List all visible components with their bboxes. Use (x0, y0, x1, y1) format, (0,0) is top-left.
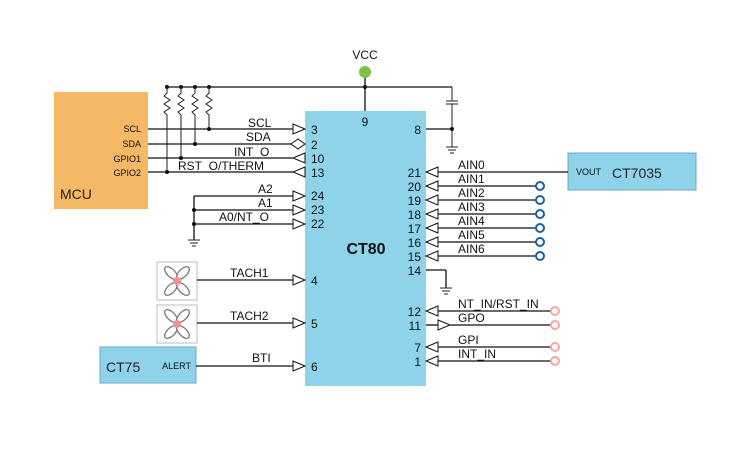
pin-19-label: 19 (408, 194, 422, 208)
vcc-label: VCC (352, 48, 378, 62)
sig-bti: BTI (252, 351, 271, 365)
mcu-pin-gpio2: GPIO2 (113, 168, 141, 178)
pin-22-label: 22 (311, 217, 325, 231)
mcu-block (54, 92, 148, 209)
ct7035-block (567, 152, 697, 191)
pin-14-label: 14 (408, 264, 422, 278)
pin-8-junction (450, 127, 454, 131)
address-lines (188, 190, 307, 247)
sig-a0-nt-o: A0/NT_O (219, 210, 269, 224)
sig-ain5: AIN5 (458, 228, 485, 242)
pin-8-label: 8 (414, 123, 421, 137)
bti-arrow (292, 360, 307, 372)
mcu-pin-gpio1: GPIO1 (113, 154, 141, 164)
pin-15-label: 15 (408, 250, 422, 264)
sig-scl: SCL (248, 116, 272, 130)
pin-23-label: 23 (311, 203, 325, 217)
ain0-arrow (424, 166, 439, 178)
sig-gpo: GPO (458, 311, 485, 325)
sig-ain6: AIN6 (458, 242, 485, 256)
pin-11-label: 11 (409, 319, 422, 333)
sig-tach2: TACH2 (230, 309, 269, 323)
ct75-title: CT75 (106, 359, 140, 375)
ct75-alert-pin: ALERT (162, 361, 191, 371)
pin-2-label: 2 (311, 138, 318, 152)
sig-sda: SDA (246, 130, 271, 144)
ct80-chip (305, 111, 426, 386)
pin-7-label: 7 (414, 341, 421, 355)
sig-nt-in-rst-in: NT_IN/RST_IN (458, 297, 539, 311)
fan-2-icon (156, 304, 198, 344)
i2c-lines (148, 123, 307, 178)
sig-a2: A2 (258, 182, 273, 196)
pin-12-label: 12 (408, 305, 422, 319)
pin-18-label: 18 (408, 208, 422, 222)
pin-24-label: 24 (311, 189, 325, 203)
sig-ain2: AIN2 (458, 186, 485, 200)
sig-rst-o-therm: RST_O/THERM (178, 159, 264, 173)
sig-ain0: AIN0 (458, 158, 485, 172)
fan-1-icon (156, 261, 198, 301)
pin-16-label: 16 (408, 236, 422, 250)
sig-ain1: AIN1 (458, 172, 485, 186)
pin-17-label: 17 (408, 222, 422, 236)
pin-3-label: 3 (311, 123, 318, 137)
pin-1-label: 1 (414, 355, 421, 369)
pin-4-label: 4 (311, 274, 318, 288)
pin-9-label: 9 (362, 115, 369, 129)
decoupling-capacitor (446, 87, 458, 154)
sig-ain4: AIN4 (458, 214, 485, 228)
ct75-block (99, 346, 197, 384)
ct7035-title: CT7035 (612, 165, 662, 181)
ct7035-vout-pin: VOUT (576, 167, 602, 177)
tach-lines (197, 274, 307, 329)
vcc-node (359, 66, 371, 78)
pin-21-label: 21 (408, 166, 422, 180)
sig-a1: A1 (258, 196, 273, 210)
sig-tach1: TACH1 (230, 266, 269, 280)
pin-5-label: 5 (311, 317, 318, 331)
sig-ain3: AIN3 (458, 200, 485, 214)
misc-io-lines (424, 305, 560, 367)
sig-int-o: INT_O (234, 145, 269, 159)
pin-10-label: 10 (311, 152, 325, 166)
pin-14-ground (426, 269, 452, 295)
sig-gpi: GPI (458, 333, 479, 347)
chip-title: CT80 (346, 241, 385, 258)
pin-13-label: 13 (311, 166, 325, 180)
mcu-pin-sda: SDA (122, 139, 141, 149)
sig-int-in: INT_IN (458, 347, 496, 361)
pin-6-label: 6 (311, 360, 318, 374)
pin-20-label: 20 (408, 180, 422, 194)
ain-lines (424, 180, 545, 262)
mcu-pin-scl: SCL (123, 124, 141, 134)
mcu-title: MCU (60, 186, 92, 202)
